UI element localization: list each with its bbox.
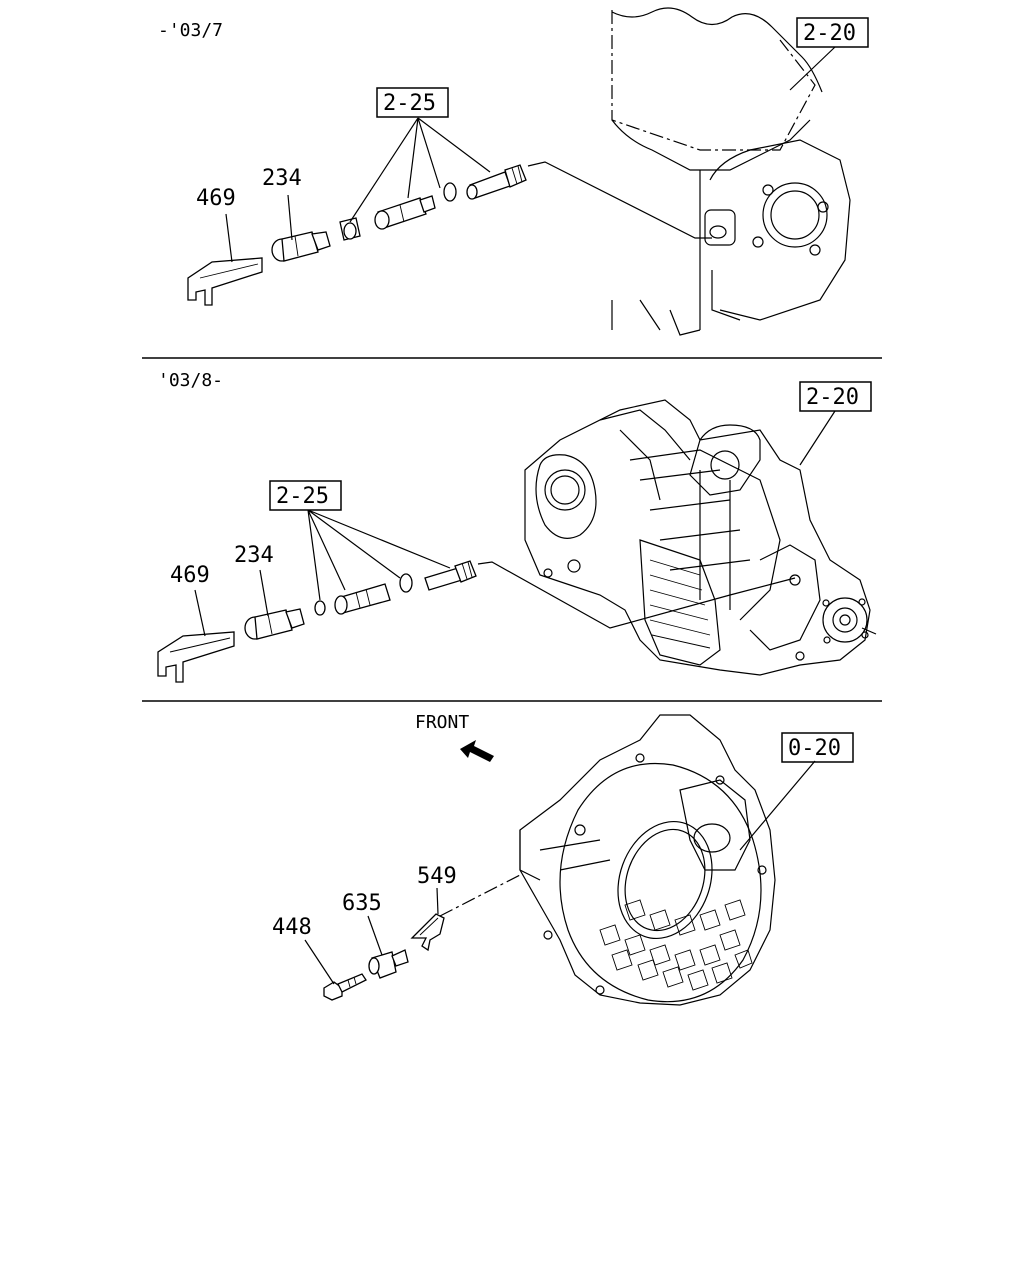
leader-2-20 [799,410,836,466]
leader-2-20 [789,46,836,91]
leader-448 [304,939,335,985]
leader-housing [439,874,521,917]
leader-234 [259,569,269,617]
date-range-label: '03/8- [158,370,223,391]
ref-label-0-20: 0-20 [788,736,841,761]
o-ring-drawing [314,600,326,616]
leader-2-25 [307,509,451,601]
connector-469-drawing [157,631,235,683]
leader-469 [225,213,233,263]
transmission-assembly-drawing [524,399,877,676]
part-label-234: 234 [262,166,302,191]
leader-234 [287,194,293,241]
sensor-234-drawing [271,231,331,262]
ref-label-2-25: 2-25 [276,484,329,509]
collar-drawing [339,217,361,241]
leader-assembly [477,561,796,629]
connector-469-drawing [187,257,263,306]
driven-gear-drawing [424,560,477,591]
part-label-469: 469 [170,563,210,588]
o-ring-drawing [399,573,413,593]
part-label-549: 549 [417,864,457,889]
part-label-469: 469 [196,186,236,211]
section-2: '03/8- [157,370,877,683]
bolt-448-drawing [323,973,367,1001]
part-label-448: 448 [272,915,312,940]
ref-box-2-25 [269,480,342,511]
driven-gear-sleeve-drawing [334,583,391,615]
ref-box-2-20 [796,17,869,48]
leader-2-25 [349,117,491,223]
speed-sensor-635-drawing [368,949,409,979]
leader-0-20 [739,760,816,851]
driven-gear-sleeve-drawing [374,195,436,230]
front-arrow-icon [460,740,494,762]
driven-gear-drawing [466,164,527,200]
leader-case [527,161,712,239]
section-1: -'03/7 [158,7,869,336]
part-label-234: 234 [234,543,274,568]
leader-469 [194,589,206,637]
ref-label-2-25: 2-25 [383,91,436,116]
bracket-549-drawing [410,913,445,952]
ref-label-2-20: 2-20 [806,385,859,410]
date-range-label: -'03/7 [158,20,223,41]
leader-635 [367,915,383,956]
o-ring-drawing [443,182,457,202]
ref-box-0-20 [781,732,854,763]
leader-549 [436,887,439,915]
transmission-case-drawing [611,7,851,336]
part-label-635: 635 [342,891,382,916]
ref-label-2-20: 2-20 [803,21,856,46]
section-3: FRONT [272,712,854,1006]
ref-box-2-25 [376,87,449,118]
ref-box-2-20 [799,381,872,412]
clutch-housing-drawing [519,714,776,1006]
sensor-234-drawing [244,608,305,640]
front-label: FRONT [415,712,469,733]
